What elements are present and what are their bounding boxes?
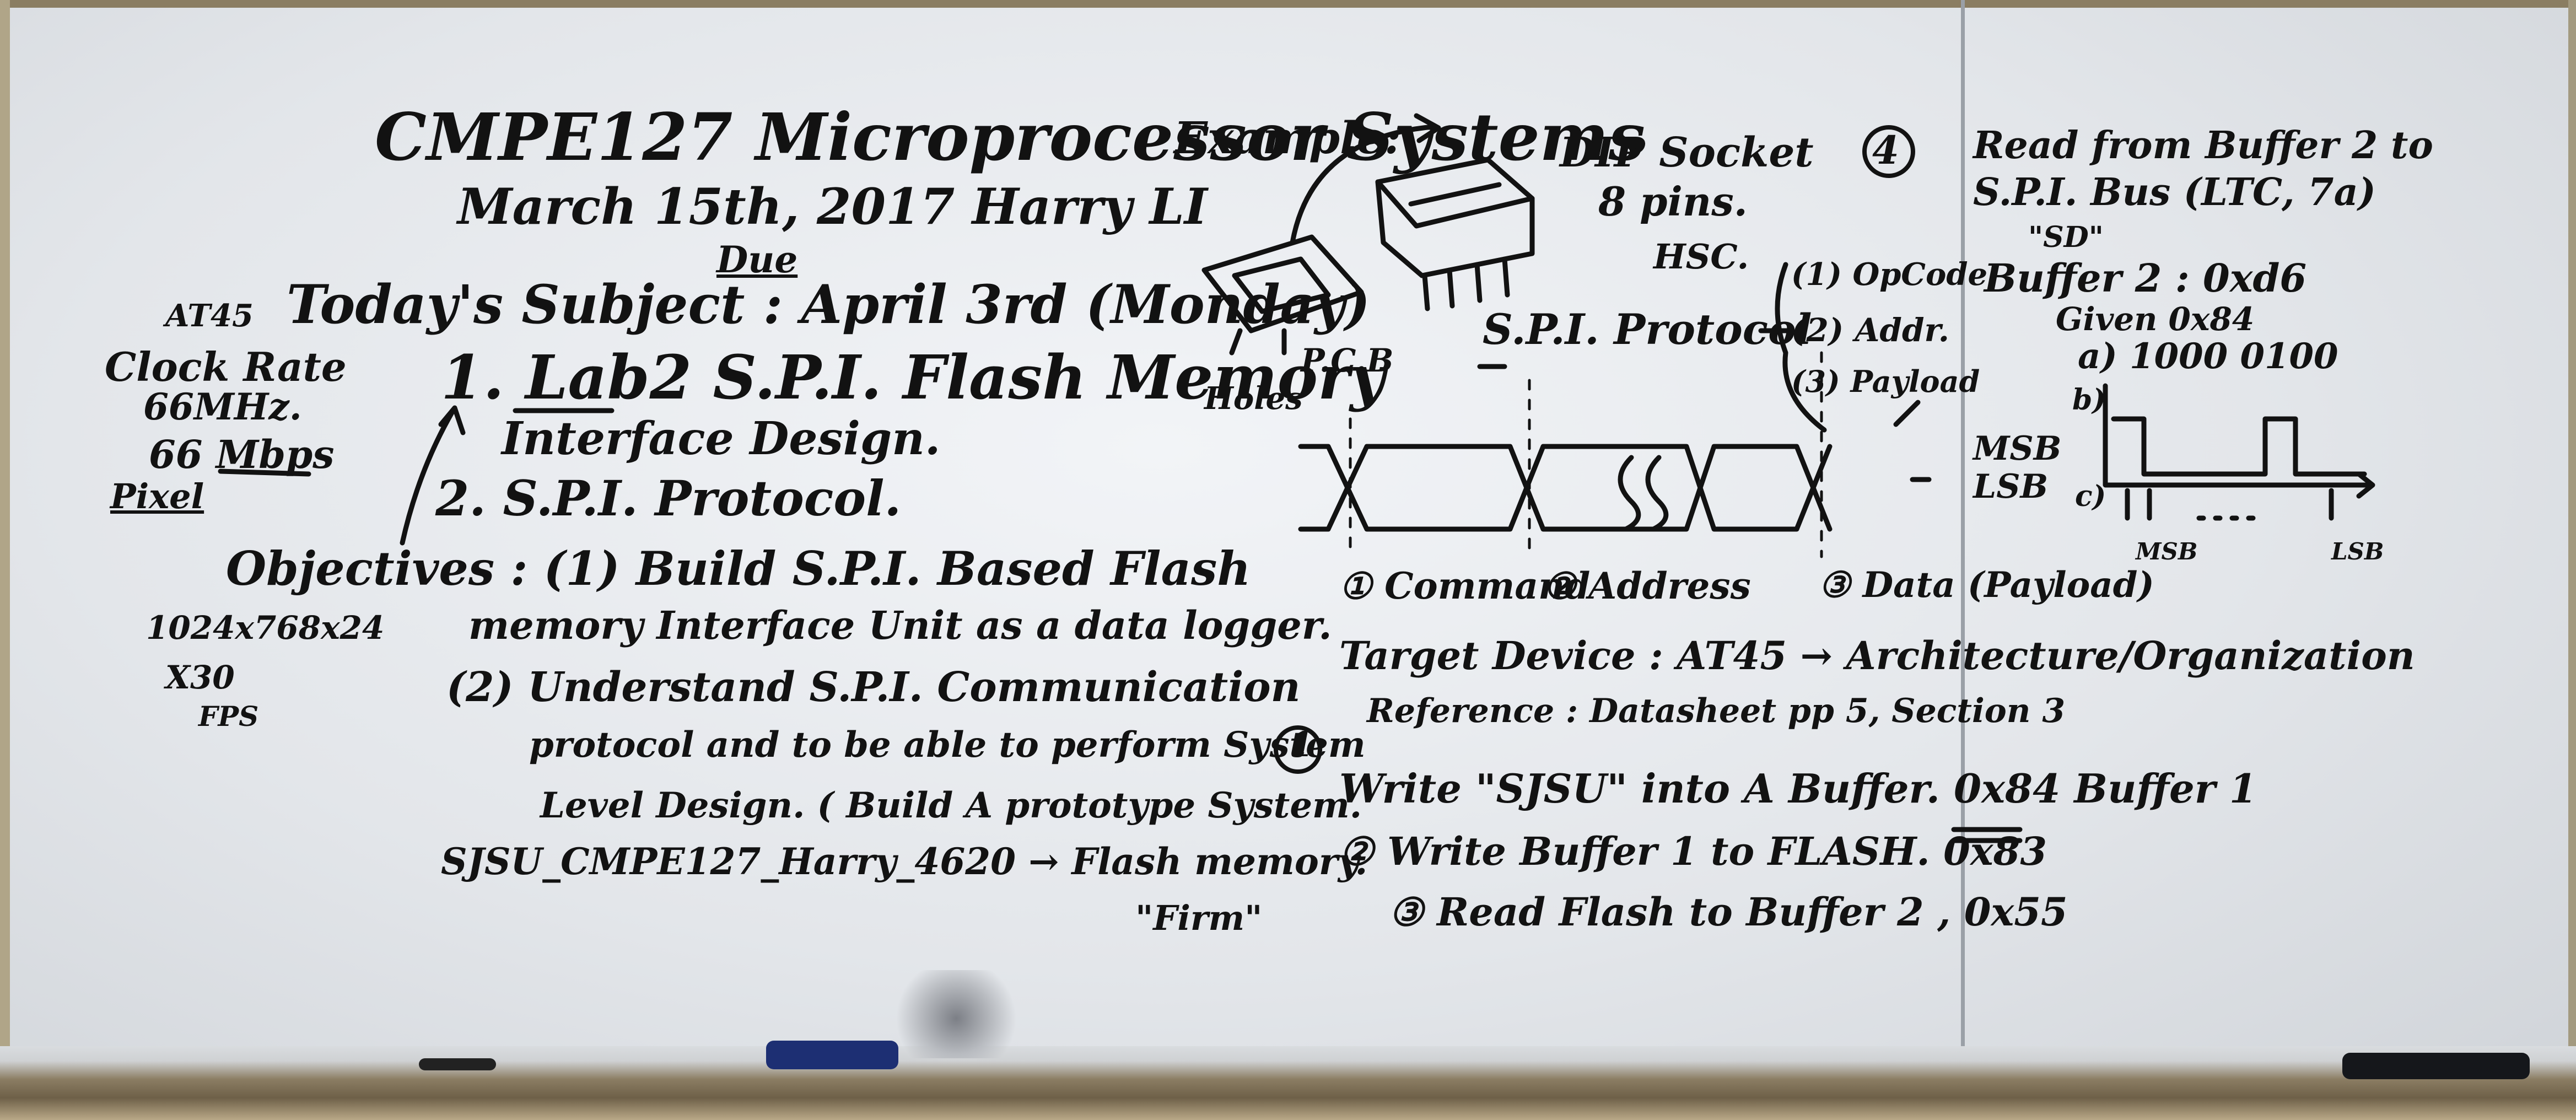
mhz: 66MHz. [143,385,302,428]
b-label: b) [2072,383,2106,417]
sd-label: "SD" [2028,220,2104,254]
item-spi: 2. S.P.I. Protocol. [435,470,902,527]
dip-chip-pins [1422,256,1510,311]
buffer2-value: Buffer 2 : 0xd6 [1984,255,2307,301]
target-device: Target Device : AT45 → Architecture/Orga… [1339,633,2415,679]
opcode-label: (1) OpCode [1791,256,1988,293]
at45-label: AT45 [165,298,254,334]
dip-chip-body [1375,179,1535,278]
objective-1b: memory Interface Unit as a data logger. [468,602,1332,648]
arrow-objectives [400,405,466,546]
eraser-smudge [893,970,1020,1058]
clock-rate: Clock Rate [105,343,347,390]
step-four: 4 [1872,127,1899,173]
write-step-1: Write "SJSU" into A Buffer. 0x84 Buffer … [1339,765,2257,812]
spi-bus: S.P.I. Bus (LTC, 7a) [1973,170,2376,214]
lsb-small: LSB [2331,538,2384,565]
item-lab2: 1. Lab2 S.P.I. Flash Memory [441,342,1385,413]
read-step-3: ③ Read Flash to Buffer 2 , 0x55 [1389,889,2068,935]
pcb-arrows [1229,328,1287,356]
objective-2c: Level Design. ( Build A prototype System… [540,785,1362,826]
dip-socket: DIP Socket [1560,129,1814,176]
address-label: ② Address [1543,564,1751,607]
bit-ticks [2125,488,2334,521]
dip-chip-groove [1408,182,1502,207]
spi-protocol-brace [1775,262,1827,433]
firm-label: "Firm" [1135,898,1263,938]
example-label: Example: [1174,112,1401,164]
black-marker [2342,1053,2530,1079]
frame-left [0,0,10,1050]
arrow-pcb-dip [1290,113,1441,245]
mbps: 66 Mbps [149,432,335,477]
reference: Reference : Datasheet pp 5, Section 3 [1367,692,2066,730]
underline-0x84 [1951,827,2023,843]
marker-tray [0,1046,2576,1120]
small-marker [419,1058,496,1070]
data-label: ③ Data (Payload) [1819,564,2154,606]
dip-hsc: HSC. [1653,236,1749,277]
resolution: 1024x768x24 [146,609,385,647]
objective-2b: protocol and to be able to perform Syste… [529,724,1366,766]
circle-step-four [1862,125,1915,178]
due-label: Due [716,238,798,281]
holes-label: Holes [1204,380,1303,417]
addr-label: (2) Addr. [1791,311,1949,349]
fps: FPS [198,700,259,733]
objective-2: (2) Understand S.P.I. Communication [446,664,1301,711]
board-title: CMPE127 Microprocessor Systems [375,99,1645,175]
subject: Today's Subject : April 3rd (Monday) [287,273,1371,336]
circle-step-one [1274,725,1322,774]
pcb-label: P.C.B [1301,342,1394,379]
dip-pins: 8 pins. [1598,178,1748,225]
date-author: March 15th, 2017 Harry LI [457,177,1208,236]
read-from-buffer: Read from Buffer 2 to [1973,123,2433,168]
bits-label: a) 1000 0100 [2078,336,2338,377]
pcb-outline [1201,234,1364,333]
msb-lsb-label: MSB LSB [1973,429,2062,506]
objective-1: Objectives : (1) Build S.P.I. Based Flas… [226,541,1251,596]
x30: X30 [165,659,235,696]
pcb-inner [1232,256,1331,314]
spi-waveform [1298,444,1833,532]
bit-pulses [2111,416,2367,477]
frame-right [2568,0,2576,1050]
command-label: ① Command [1339,564,1591,607]
panel-seam [1961,0,1965,1047]
write-step-2: ② Write Buffer 1 to FLASH. 0x83 [1339,828,2047,874]
spi-squiggle [1618,455,1669,532]
spi-divider [1349,351,1823,558]
item-lab2-sub: Interface Design. [502,412,941,465]
underline-mbps [218,469,311,477]
spi-protocol-label: S.P.I. Protocol [1483,305,1812,354]
c-label: c) [2075,480,2106,513]
given-label: Given 0x84 [2056,300,2255,338]
blue-marker [766,1041,898,1069]
sjsu-filename: SJSU_CMPE127_Harry_4620 → Flash memory. [441,840,1368,883]
msb-small: MSB [2136,538,2198,565]
bit-axes [2103,383,2375,499]
payload-arrow [1893,400,1921,427]
pixel: Pixel [110,476,204,516]
frame-top [0,0,2576,8]
